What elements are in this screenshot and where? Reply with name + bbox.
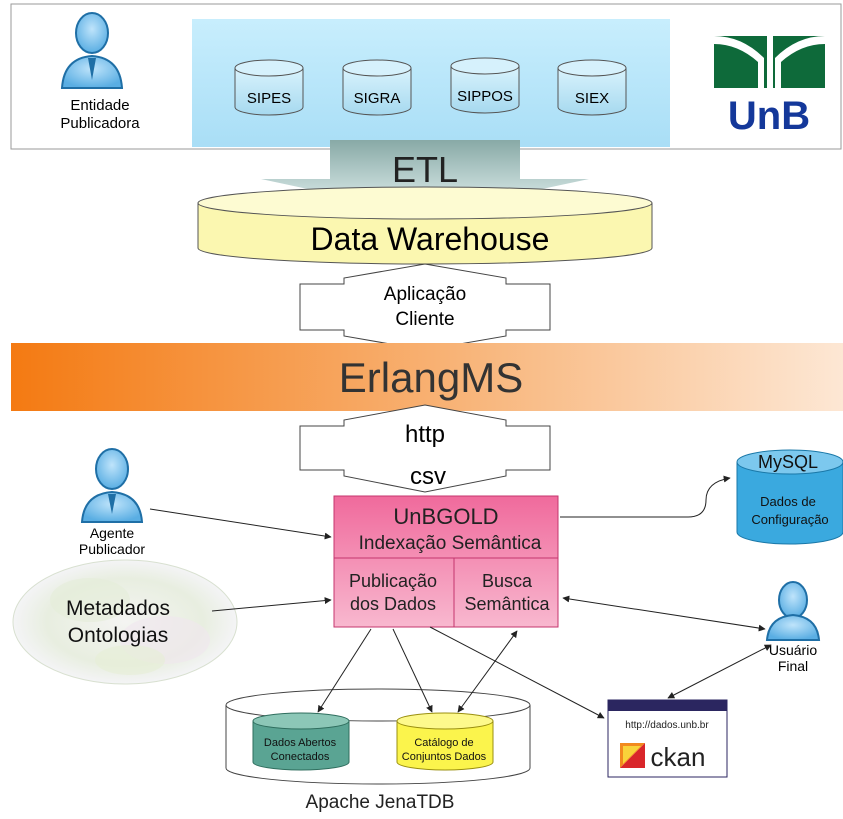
arrow-unbgold-to-mysql	[560, 475, 731, 518]
unbgold-title: UnBGOLD	[393, 504, 498, 529]
ckan-url: http://dados.unb.br	[625, 720, 709, 731]
ckan-logo-icon	[620, 743, 645, 768]
jena-label: Apache JenaTDB	[306, 792, 455, 813]
mysql-cylinder	[736, 449, 843, 545]
end-user-label-line1: Usuário	[769, 642, 817, 658]
search-label-line2: Semântica	[464, 594, 550, 614]
unbgold-subtitle: Indexação Semântica	[359, 533, 542, 554]
db-sipes: SIPES	[234, 59, 304, 116]
http-label: http	[405, 421, 445, 448]
db-sigra: SIGRA	[342, 59, 412, 116]
data-warehouse-cylinder	[197, 186, 653, 265]
db-sippos-label: SIPPOS	[457, 88, 513, 105]
linked-data-cylinder	[252, 712, 350, 771]
catalog-label-line1: Catálogo de	[414, 737, 473, 749]
arrow-search-to-user	[562, 595, 766, 632]
agent-label-line1: Agente	[90, 525, 135, 541]
agent-person-icon	[80, 448, 144, 523]
publish-label-line2: dos Dados	[350, 594, 436, 614]
arrow-publish-to-linked	[317, 628, 372, 713]
etl-label: ETL	[392, 149, 458, 190]
agent-label-line2: Publicador	[79, 541, 145, 557]
client-app-arrow	[299, 263, 551, 351]
ontology-label-line2: Ontologias	[68, 624, 168, 647]
linked-data-label-line1: Dados Abertos	[264, 737, 337, 749]
ckan-brand: ckan	[651, 742, 706, 772]
arrow-unbgold-to-ckan	[429, 626, 605, 719]
publisher-label-line1: Entidade	[70, 97, 129, 114]
http-csv-arrow	[299, 404, 551, 493]
data-warehouse-label: Data Warehouse	[311, 221, 550, 257]
ontology-cloud	[12, 559, 238, 685]
db-siex-label: SIEX	[575, 90, 609, 107]
mysql-title: MySQL	[758, 452, 818, 472]
search-label-line1: Busca	[482, 571, 533, 591]
linked-data-label-line2: Conectados	[271, 751, 330, 763]
catalog-label-line2: Conjuntos Dados	[402, 751, 487, 763]
db-sigra-label: SIGRA	[354, 90, 401, 107]
db-sipes-label: SIPES	[247, 90, 291, 107]
catalog-cylinder	[396, 712, 494, 771]
erlangms-bar	[11, 343, 843, 411]
csv-label: csv	[410, 463, 446, 490]
publisher-person-icon	[60, 12, 124, 89]
ontology-label-line1: Metadados	[66, 597, 170, 620]
mysql-label-line1: Dados de	[760, 494, 816, 509]
erlangms-label: ErlangMS	[339, 354, 523, 401]
arrow-publish-to-catalog	[392, 628, 433, 713]
arrow-search-catalog	[457, 630, 518, 713]
db-sippos: SIPPOS	[450, 57, 520, 114]
arrow-ckan-user	[667, 644, 772, 699]
publisher-label-line2: Publicadora	[60, 115, 140, 132]
arrow-ontology-to-unbgold	[211, 597, 332, 612]
end-user-label-line2: Final	[778, 658, 808, 674]
client-app-label-line1: Aplicação	[384, 284, 466, 305]
db-siex: SIEX	[557, 59, 627, 116]
end-user-person-icon	[765, 581, 821, 641]
unb-logo-text: UnB	[728, 94, 810, 138]
arrow-agent-to-unbgold	[149, 508, 332, 540]
publish-label-line1: Publicação	[349, 571, 437, 591]
unbgold-box	[333, 495, 559, 628]
unb-logo: UnB	[714, 36, 825, 138]
client-app-label-line2: Cliente	[395, 309, 454, 330]
mysql-label-line2: Configuração	[751, 512, 828, 527]
